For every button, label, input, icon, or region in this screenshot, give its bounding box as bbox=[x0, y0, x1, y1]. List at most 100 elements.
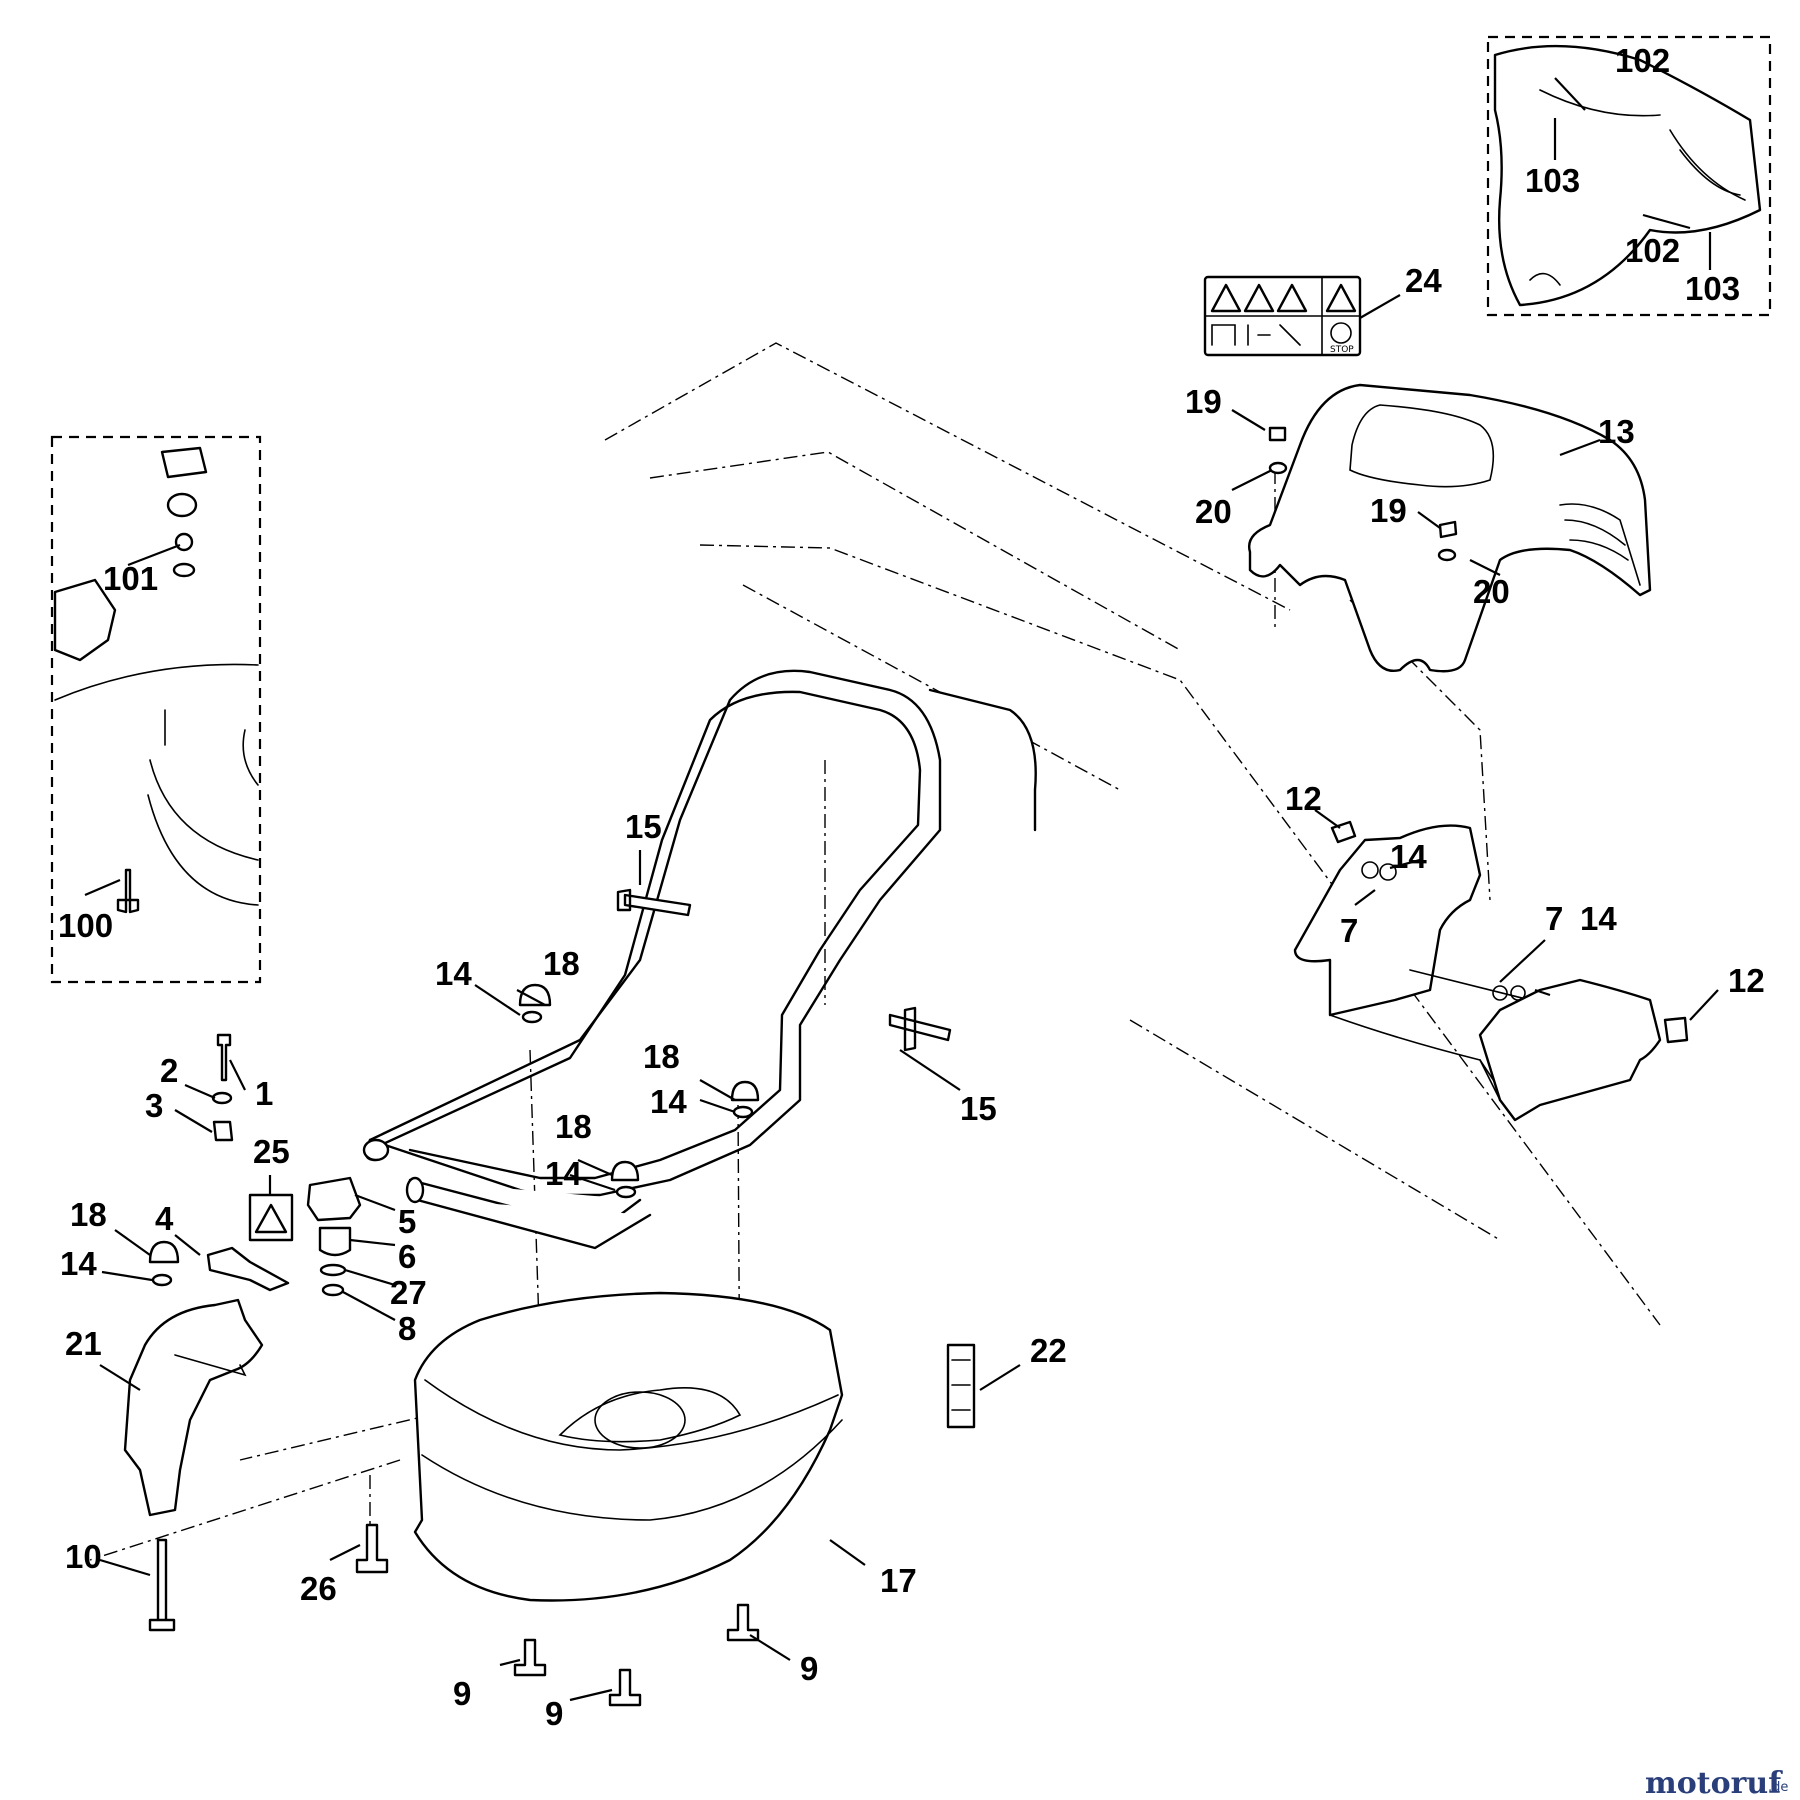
callout-14: 14 bbox=[60, 1245, 97, 1282]
watermark-tld: .de bbox=[1768, 1780, 1788, 1795]
bolt-15-lower bbox=[888, 1006, 952, 1052]
washer-14-b bbox=[732, 1105, 754, 1119]
inset-box-right bbox=[1486, 35, 1772, 317]
stop-symbol-icon bbox=[1330, 322, 1352, 344]
callout-labels: 102 103 102 103 24 13 19 20 19 20 12 14 … bbox=[58, 42, 1765, 1732]
callout-17: 17 bbox=[880, 1562, 917, 1599]
callout-15: 15 bbox=[960, 1090, 997, 1127]
bolt-9-a bbox=[513, 1638, 547, 1677]
inset-box-left bbox=[50, 435, 262, 984]
warning-decal-small bbox=[248, 1193, 294, 1242]
push-handle bbox=[362, 669, 1037, 1250]
callout-15: 15 bbox=[625, 808, 662, 845]
bolt-9-b bbox=[726, 1603, 760, 1642]
cap-18-c bbox=[610, 1160, 640, 1182]
callout-7: 7 bbox=[1545, 900, 1563, 937]
screw-19-a bbox=[1268, 426, 1287, 442]
bolt-10 bbox=[148, 1538, 176, 1632]
callout-103: 103 bbox=[1685, 270, 1740, 307]
callout-18: 18 bbox=[70, 1196, 107, 1233]
warning-triangle-icon bbox=[1276, 283, 1308, 313]
callout-3: 3 bbox=[145, 1087, 163, 1124]
callout-9: 9 bbox=[545, 1695, 563, 1732]
inset-spacer bbox=[166, 492, 198, 518]
callout-12: 12 bbox=[1285, 780, 1322, 817]
mower-deck bbox=[413, 1291, 844, 1602]
washer-27 bbox=[319, 1263, 347, 1277]
warning-triangle-icon bbox=[1325, 283, 1357, 313]
callout-102: 102 bbox=[1615, 42, 1670, 79]
warning-decal: STOP bbox=[1203, 275, 1362, 357]
warning-triangle-icon bbox=[1243, 283, 1275, 313]
handle-tube-end bbox=[405, 1176, 425, 1204]
callout-13: 13 bbox=[1598, 413, 1635, 450]
callout-101: 101 bbox=[103, 560, 158, 597]
callout-24: 24 bbox=[1405, 262, 1442, 299]
callout-20: 20 bbox=[1195, 493, 1232, 530]
callout-4: 4 bbox=[155, 1200, 174, 1237]
cap-18-b bbox=[730, 1080, 760, 1102]
bolt-9-c bbox=[608, 1668, 642, 1707]
inset-washer bbox=[172, 562, 196, 578]
nut-3 bbox=[212, 1120, 234, 1142]
washer-2 bbox=[211, 1091, 233, 1105]
bracket-4 bbox=[206, 1246, 290, 1292]
clip-22 bbox=[946, 1343, 976, 1429]
callout-9: 9 bbox=[453, 1675, 471, 1712]
inset-screw bbox=[116, 868, 140, 914]
inset-nut bbox=[174, 532, 194, 552]
callout-6: 6 bbox=[398, 1238, 416, 1275]
screw-12-b bbox=[1663, 1016, 1689, 1044]
warning-triangle-icon bbox=[1210, 283, 1242, 313]
callout-14: 14 bbox=[435, 955, 472, 992]
washer-14-c bbox=[615, 1185, 637, 1199]
washer-20-a bbox=[1268, 461, 1288, 475]
callout-19: 19 bbox=[1370, 492, 1407, 529]
washer-20-b bbox=[1437, 548, 1457, 562]
callout-14: 14 bbox=[650, 1083, 687, 1120]
warning-triangle-icon bbox=[254, 1203, 288, 1234]
callout-103: 103 bbox=[1525, 162, 1580, 199]
bolt-26 bbox=[355, 1523, 389, 1574]
spacer-6 bbox=[318, 1226, 352, 1257]
callout-102: 102 bbox=[1625, 232, 1680, 269]
callout-18: 18 bbox=[643, 1038, 680, 1075]
callout-2: 2 bbox=[160, 1052, 178, 1089]
screw-19-b bbox=[1438, 520, 1458, 539]
bolt-15-upper bbox=[616, 888, 692, 917]
knob-5 bbox=[306, 1176, 362, 1222]
inset-grass-bag-cover bbox=[1493, 44, 1762, 307]
watermark-brand: motoruf bbox=[1645, 1766, 1783, 1800]
height-adjuster-plates bbox=[1293, 824, 1662, 1122]
callout-100: 100 bbox=[58, 907, 113, 944]
callout-9: 9 bbox=[800, 1650, 818, 1687]
inset-handle-bracket bbox=[53, 578, 117, 662]
callout-1: 1 bbox=[255, 1075, 273, 1112]
inset-knob bbox=[160, 446, 208, 479]
callout-20: 20 bbox=[1473, 573, 1510, 610]
callout-14: 14 bbox=[545, 1155, 582, 1192]
callout-leaders bbox=[84, 77, 1719, 1702]
washer-14-d bbox=[151, 1273, 173, 1287]
callout-19: 19 bbox=[1185, 383, 1222, 420]
decal-stop-text: STOP bbox=[1330, 345, 1354, 355]
callout-14: 14 bbox=[1580, 900, 1617, 937]
handle-tube-end bbox=[362, 1138, 390, 1162]
callout-10: 10 bbox=[65, 1538, 102, 1575]
callout-27: 27 bbox=[390, 1274, 427, 1311]
callout-14: 14 bbox=[1390, 838, 1427, 875]
washer-8 bbox=[321, 1283, 345, 1297]
callout-12: 12 bbox=[1728, 962, 1765, 999]
callout-25: 25 bbox=[253, 1133, 290, 1170]
rear-flap bbox=[123, 1298, 264, 1517]
callout-8: 8 bbox=[398, 1310, 416, 1347]
washer-14-a bbox=[521, 1010, 543, 1024]
callout-18: 18 bbox=[555, 1108, 592, 1145]
watermark: motoruf .de bbox=[1645, 1766, 1788, 1800]
callout-21: 21 bbox=[65, 1325, 102, 1362]
callout-18: 18 bbox=[543, 945, 580, 982]
screw-1 bbox=[216, 1033, 232, 1082]
cap-18-d bbox=[148, 1240, 180, 1264]
cap-18-a bbox=[518, 983, 552, 1007]
